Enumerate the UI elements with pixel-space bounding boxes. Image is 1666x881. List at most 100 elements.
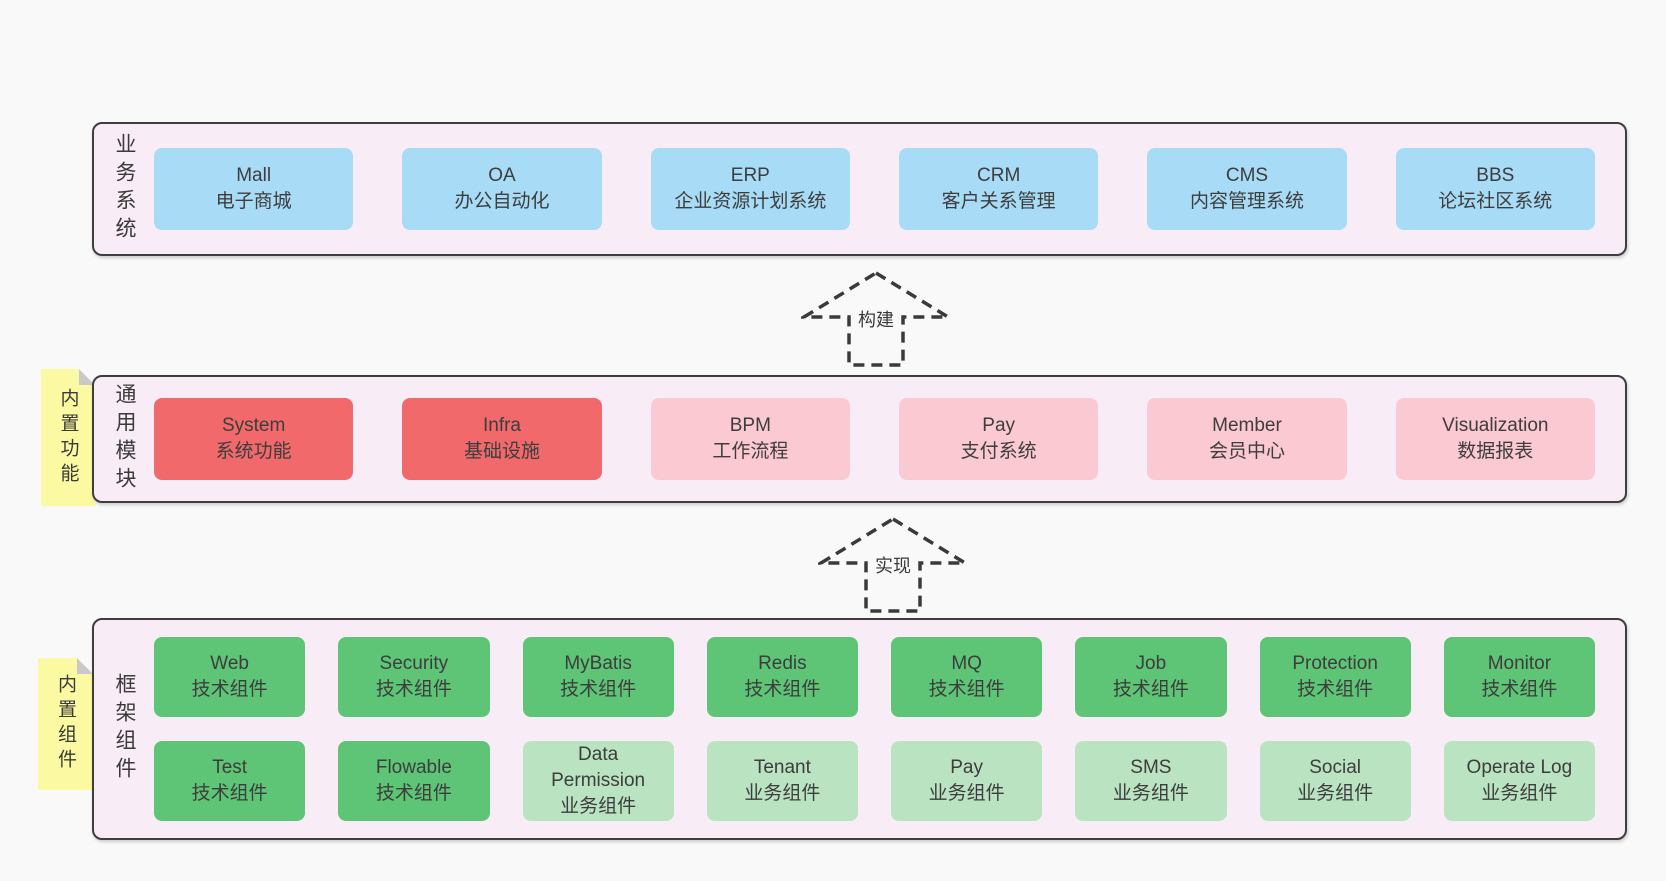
box-title: Operate Log	[1466, 757, 1573, 778]
box-title: Monitor	[1487, 653, 1552, 674]
panel-label-text: 框架组件	[113, 673, 136, 785]
box-subtitle: 技术组件	[191, 679, 268, 700]
box-subtitle: 业务组件	[1112, 783, 1189, 804]
panel-label-modules: 通用模块	[94, 377, 154, 501]
box-title: SMS	[1130, 757, 1172, 778]
box-title: System	[221, 415, 286, 436]
folded-corner-icon	[77, 658, 93, 674]
box-title: Job	[1135, 653, 1167, 674]
box-title: OA	[488, 165, 516, 186]
business-box-row: Mall 电子商城 OA 办公自动化 ERP 企业资源计划系统 CRM 客户关系…	[154, 124, 1625, 254]
box-monitor: Monitor 技术组件	[1443, 637, 1595, 717]
box-title: MyBatis	[564, 653, 632, 674]
box-security: Security 技术组件	[338, 637, 490, 717]
box-sms: SMS 业务组件	[1075, 741, 1227, 821]
box-title: Test	[212, 757, 248, 778]
box-system: System 系统功能	[154, 398, 354, 480]
box-infra: Infra 基础设施	[402, 398, 602, 480]
box-mybatis: MyBatis 技术组件	[522, 637, 674, 717]
box-subtitle: 技术组件	[1112, 679, 1189, 700]
box-subtitle: 客户关系管理	[941, 191, 1056, 212]
box-bpm: BPM 工作流程	[650, 398, 850, 480]
box-member: Member 会员中心	[1147, 398, 1347, 480]
build-arrow-label: 构建	[854, 306, 898, 332]
box-title: Protection	[1292, 653, 1378, 674]
box-pay: Pay 支付系统	[898, 398, 1099, 480]
box-cms: CMS 内容管理系统	[1147, 148, 1347, 230]
box-title: CMS	[1225, 165, 1269, 186]
box-subtitle: 工作流程	[712, 441, 789, 462]
box-title: ERP	[730, 165, 770, 186]
box-subtitle: 技术组件	[191, 783, 268, 804]
box-title: Security	[379, 653, 449, 674]
box-title: BBS	[1476, 165, 1515, 186]
build-arrow: 构建	[801, 270, 951, 368]
box-data-permission: Data Permission 业务组件	[522, 741, 674, 821]
box-subtitle: 论坛社区系统	[1438, 191, 1553, 212]
panel-label-components: 框架组件	[94, 620, 154, 838]
box-subtitle: 业务组件	[1297, 783, 1374, 804]
box-erp: ERP 企业资源计划系统	[650, 148, 850, 230]
box-title: Flowable	[375, 757, 452, 778]
box-subtitle: 技术组件	[560, 679, 637, 700]
box-title: Infra	[482, 415, 521, 436]
up-arrow-icon	[801, 270, 951, 367]
box-title: MQ	[951, 653, 982, 674]
box-title: Pay	[950, 757, 983, 778]
sticky-note-built-in-functions: 内置功能	[41, 369, 95, 506]
box-subtitle: 系统功能	[215, 441, 292, 462]
box-web: Web 技术组件	[154, 637, 306, 717]
box-subtitle: 会员中心	[1208, 441, 1285, 462]
box-bbs: BBS 论坛社区系统	[1395, 148, 1595, 230]
implement-arrow: 实现	[818, 516, 968, 614]
box-title: Member	[1212, 415, 1282, 436]
box-subtitle: 业务组件	[1481, 783, 1558, 804]
box-operate-log: Operate Log 业务组件	[1443, 741, 1595, 821]
box-title: CRM	[977, 165, 1021, 186]
box-redis: Redis 技术组件	[706, 637, 858, 717]
box-protection: Protection 技术组件	[1259, 637, 1411, 717]
box-title: Web	[210, 653, 249, 674]
panel-label-text: 通用模块	[113, 383, 136, 495]
box-subtitle: 技术组件	[744, 679, 821, 700]
box-title: Redis	[758, 653, 807, 674]
box-flowable: Flowable 技术组件	[338, 741, 490, 821]
components-grid: Web 技术组件 Security 技术组件 MyBatis 技术组件 Redi…	[154, 620, 1625, 838]
box-mq: MQ 技术组件	[891, 637, 1043, 717]
box-subtitle: 电子商城	[215, 191, 292, 212]
box-visualization: Visualization 数据报表	[1395, 398, 1595, 480]
box-test: Test 技术组件	[154, 741, 306, 821]
box-subtitle: 数据报表	[1457, 441, 1534, 462]
box-subtitle: 技术组件	[375, 783, 452, 804]
box-subtitle: 基础设施	[463, 441, 540, 462]
implement-arrow-label: 实现	[871, 552, 915, 578]
panel-label-text: 业务系统	[113, 133, 136, 245]
panel-label-business: 业务系统	[94, 124, 154, 254]
panel-business-systems: 业务系统 Mall 电子商城 OA 办公自动化 ERP 企业资源计划系统 CRM…	[92, 122, 1627, 256]
box-title: BPM	[729, 415, 771, 436]
components-row-2: Test 技术组件 Flowable 技术组件 Data Permission …	[154, 741, 1595, 821]
box-title: Social	[1309, 757, 1361, 778]
box-pay-business: Pay 业务组件	[891, 741, 1043, 821]
box-title: Pay	[982, 415, 1016, 436]
box-title: Tenant	[753, 757, 811, 778]
sticky-note-text: 内置组件	[55, 674, 76, 774]
box-job: Job 技术组件	[1075, 637, 1227, 717]
box-mall: Mall 电子商城	[154, 148, 354, 230]
box-title: Data Permission	[551, 744, 646, 791]
box-subtitle: 业务组件	[744, 783, 821, 804]
box-subtitle: 支付系统	[960, 441, 1037, 462]
box-subtitle: 内容管理系统	[1189, 191, 1304, 212]
box-tenant: Tenant 业务组件	[706, 741, 858, 821]
modules-box-row: System 系统功能 Infra 基础设施 BPM 工作流程 Pay 支付系统…	[154, 377, 1625, 501]
box-subtitle: 企业资源计划系统	[674, 191, 827, 212]
box-subtitle: 办公自动化	[454, 191, 550, 212]
box-subtitle: 技术组件	[375, 679, 452, 700]
sticky-note-text: 内置功能	[57, 387, 79, 488]
box-crm: CRM 客户关系管理	[898, 148, 1099, 230]
box-subtitle: 业务组件	[560, 796, 637, 817]
box-title: Visualization	[1442, 415, 1549, 436]
up-arrow-icon	[818, 516, 968, 613]
panel-framework-components: 框架组件 Web 技术组件 Security 技术组件 MyBatis 技术组件…	[92, 618, 1627, 840]
